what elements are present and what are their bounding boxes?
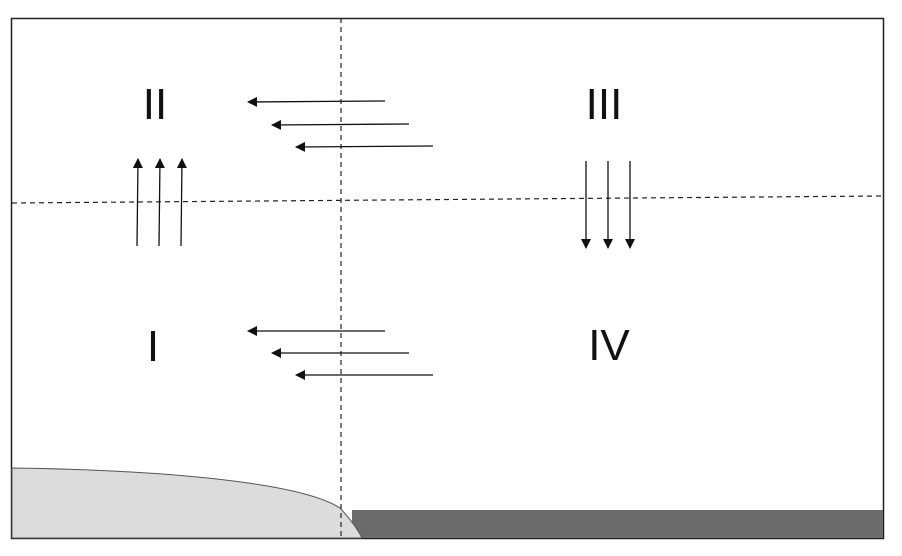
arrow-left — [247, 96, 386, 107]
arrow-up — [132, 158, 143, 247]
quadrant-label-iv: IV — [588, 321, 630, 370]
arrow-up — [154, 158, 165, 247]
arrow-left — [271, 119, 410, 130]
arrow-left — [295, 141, 434, 152]
upward-arrows — [132, 158, 187, 247]
quadrant-label-iii: III — [585, 80, 623, 129]
upper-leftward-arrows — [247, 96, 434, 152]
arrow-up — [176, 158, 187, 247]
lower-leftward-arrows — [247, 326, 433, 380]
downward-arrows — [581, 161, 635, 249]
horizontal-divider — [11, 195, 884, 204]
surface-bar — [352, 510, 883, 538]
quadrant-label-ii: II — [142, 80, 168, 129]
diagram-frame — [10, 17, 885, 540]
land-mass — [11, 467, 363, 539]
quadrant-label-i: I — [146, 322, 160, 371]
